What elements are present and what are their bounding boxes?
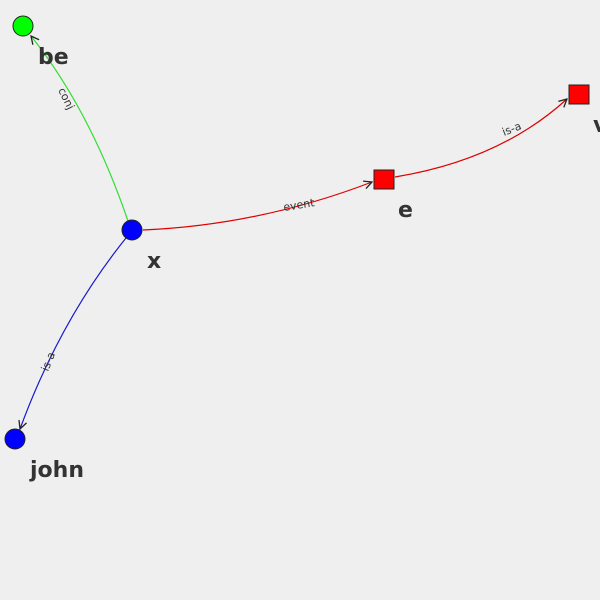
edge-label-x-e: event (282, 196, 316, 214)
edge-e-v[interactable] (394, 99, 567, 178)
edge-x-john[interactable] (20, 237, 127, 429)
node-john[interactable] (4, 428, 26, 450)
node-labels: be x e v john (29, 45, 600, 483)
node-label-v: v (593, 113, 600, 138)
node-x[interactable] (121, 219, 143, 241)
edge-label-x-be: conj (55, 86, 77, 112)
node-label-x: x (147, 249, 161, 274)
edge-label-e-v: is-a (500, 119, 523, 138)
node-label-be: be (38, 45, 69, 70)
node-label-john: john (29, 458, 84, 483)
node-v[interactable] (568, 84, 590, 105)
edges (20, 36, 567, 429)
node-label-e: e (398, 198, 413, 223)
edge-label-x-john: is-a (39, 350, 58, 373)
edge-x-e[interactable] (142, 182, 372, 231)
nodes (4, 15, 590, 450)
edge-labels: conj event is-a is-a (39, 86, 523, 374)
node-be[interactable] (12, 15, 34, 37)
node-e[interactable] (373, 169, 395, 190)
edge-x-be[interactable] (31, 36, 129, 222)
